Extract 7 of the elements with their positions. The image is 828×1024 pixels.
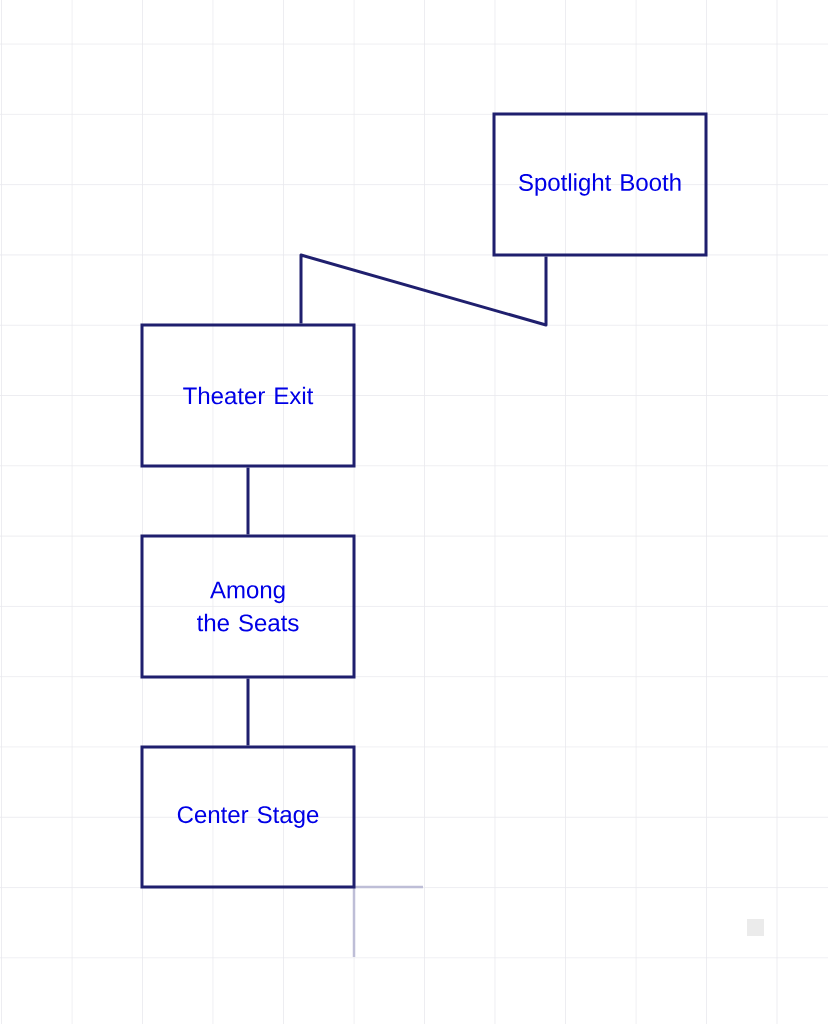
connector-line bbox=[299, 253, 548, 327]
location-box: Among the Seats bbox=[140, 534, 356, 679]
connector-line bbox=[246, 678, 250, 746]
location-box: Spotlight Booth bbox=[492, 112, 708, 257]
connector-line bbox=[246, 467, 250, 535]
location-box: Theater Exit bbox=[140, 323, 356, 468]
location-box: Center Stage bbox=[140, 745, 356, 889]
